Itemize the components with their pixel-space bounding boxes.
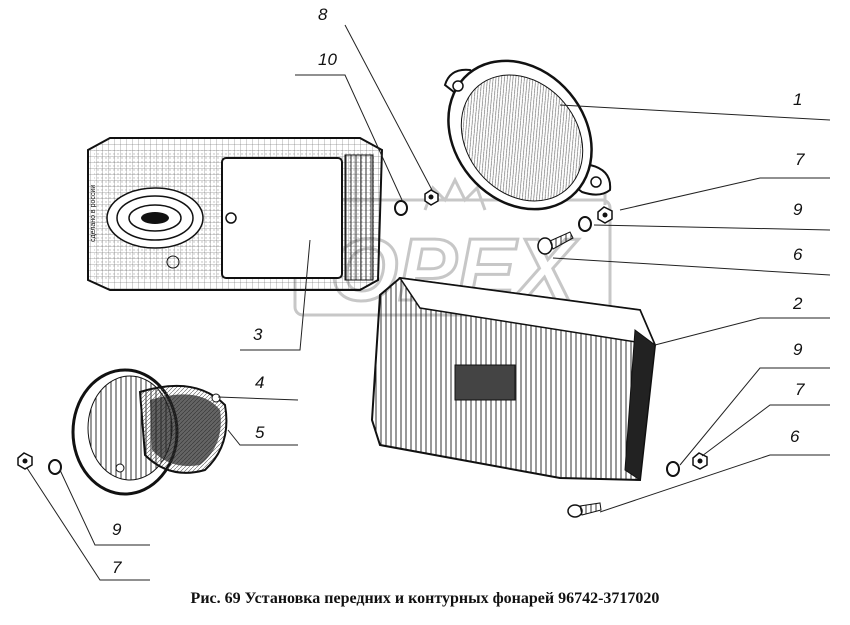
callout-6-upper: 6 <box>793 245 803 264</box>
callout-1: 1 <box>793 90 802 109</box>
callout-7-left: 7 <box>112 558 122 577</box>
nut-7-upper <box>597 206 613 224</box>
leader-lines <box>26 24 831 581</box>
callout-4: 4 <box>255 373 264 392</box>
callout-8: 8 <box>318 5 328 24</box>
screw-6-lower <box>567 502 602 518</box>
callout-9-left: 9 <box>112 520 122 539</box>
callout-10: 10 <box>318 50 337 69</box>
nut-7-right <box>692 452 708 470</box>
callout-5: 5 <box>255 423 265 442</box>
lamp-housing-part-2 <box>370 276 657 482</box>
callout-6-lower: 6 <box>790 427 800 446</box>
callout-9-right: 9 <box>793 340 803 359</box>
washer-9-upper <box>578 216 592 232</box>
callout-labels: 1 2 3 4 5 6 6 7 7 7 8 9 9 9 10 <box>112 5 805 577</box>
nut-7-left <box>17 452 33 470</box>
callout-7-upper: 7 <box>795 150 805 169</box>
callout-9-upper: 9 <box>793 200 803 219</box>
round-marker-lamp-parts-4-5 <box>71 368 228 496</box>
callout-7-right: 7 <box>795 380 805 399</box>
nut-8 <box>424 189 439 206</box>
callout-2: 2 <box>792 294 803 313</box>
washer-10 <box>394 200 408 216</box>
hardware <box>17 189 708 518</box>
figure-caption: Рис. 69 Установка передних и контурных ф… <box>190 590 660 607</box>
front-lamp-part-3: сделано в россии <box>87 137 384 291</box>
washer-9-right <box>666 461 680 477</box>
made-in-label: сделано в россии <box>90 185 97 242</box>
washer-9-left <box>48 459 62 475</box>
screw-6-upper <box>537 231 574 255</box>
oval-reflector-part-1 <box>443 59 612 211</box>
callout-3: 3 <box>253 325 263 344</box>
